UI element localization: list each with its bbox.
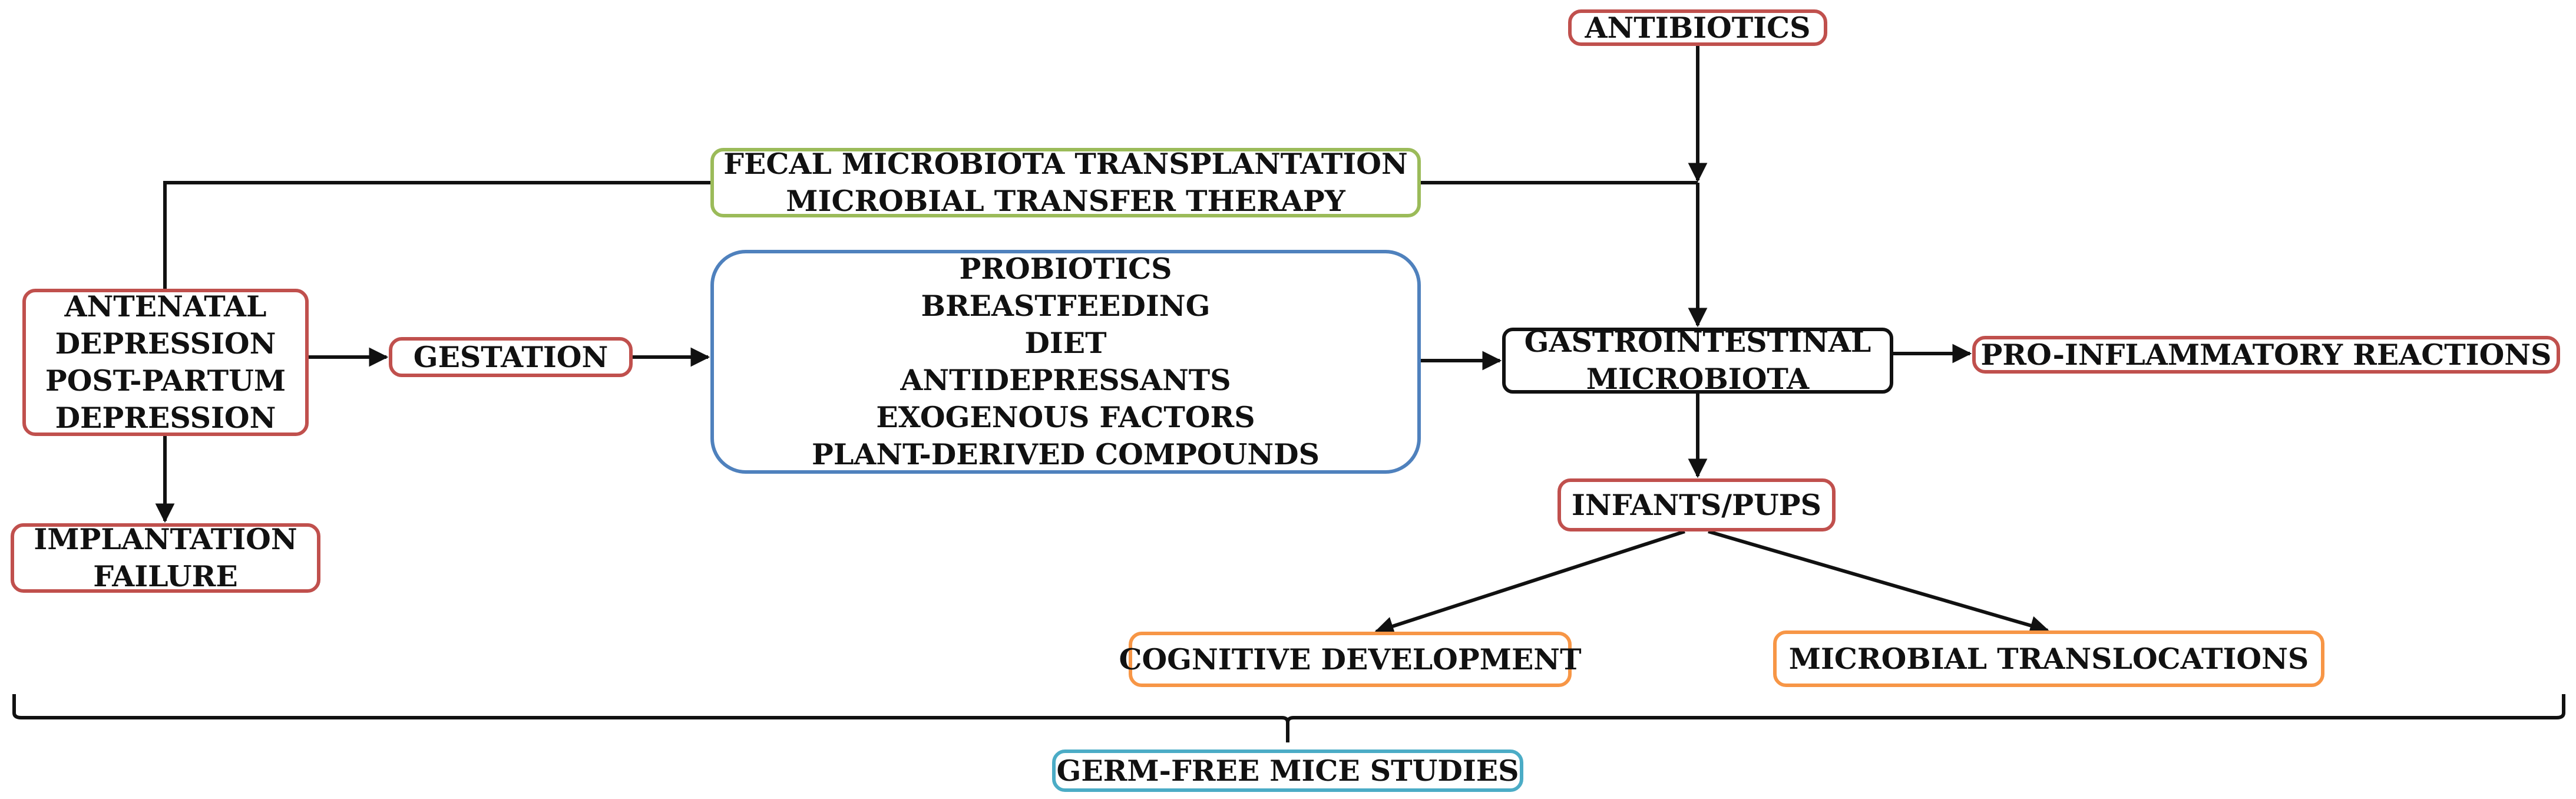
node-text-line: FAILURE: [93, 559, 238, 593]
node-text-line: GESTATION: [413, 339, 609, 374]
microbial-translocations-node: MICROBIAL TRANSLOCATIONS: [1773, 630, 2324, 687]
node-text-line: INFANTS/PUPS: [1572, 487, 1821, 522]
node-text-line: PLANT-DERIVED COMPOUNDS: [811, 437, 1320, 471]
node-text-line: PRO-INFLAMMATORY REACTIONS: [1980, 337, 2552, 372]
node-text-line: GASTROINTESTINAL: [1524, 325, 1871, 359]
node-text-line: DIET: [1024, 326, 1107, 360]
node-text-line: ANTIBIOTICS: [1585, 10, 1811, 45]
node-text-line: ANTENATAL: [64, 289, 267, 323]
node-text-line: GERM-FREE MICE STUDIES: [1056, 753, 1519, 788]
node-text-line: DEPRESSION: [55, 401, 276, 435]
node-text-line: ANTIDEPRESSANTS: [900, 363, 1231, 397]
node-text-line: FECAL MICROBIOTA TRANSPLANTATION: [723, 147, 1408, 181]
arrow-infants-to-cognitive: [1374, 530, 1685, 636]
node-text-line: EXOGENOUS FACTORS: [876, 400, 1255, 434]
node-text-line: MICROBIAL TRANSFER THERAPY: [786, 184, 1345, 218]
germ-free-bracket: [12, 694, 2565, 742]
node-text-line: POST-PARTUM: [45, 364, 286, 398]
antibiotics-node: ANTIBIOTICS: [1568, 9, 1827, 46]
node-text-line: COGNITIVE DEVELOPMENT: [1119, 642, 1582, 676]
infants-pups-node: INFANTS/PUPS: [1557, 478, 1836, 531]
germ-free-mice-studies-node: GERM-FREE MICE STUDIES: [1052, 750, 1523, 792]
node-text-line: MICROBIOTA: [1586, 362, 1810, 396]
node-text-line: IMPLANTATION: [34, 522, 297, 556]
node-text-line: BREASTFEEDING: [921, 289, 1211, 323]
arrow-infants-to-translocations: [1708, 530, 2050, 635]
pro-inflammatory-reactions-node: PRO-INFLAMMATORY REACTIONS: [1972, 336, 2560, 374]
node-text-line: PROBIOTICS: [959, 252, 1172, 286]
node-text-line: MICROBIAL TRANSLOCATIONS: [1788, 641, 2309, 676]
gestation-node: GESTATION: [389, 337, 633, 377]
node-text-line: DEPRESSION: [55, 326, 276, 361]
cognitive-development-node: COGNITIVE DEVELOPMENT: [1119, 632, 1582, 687]
